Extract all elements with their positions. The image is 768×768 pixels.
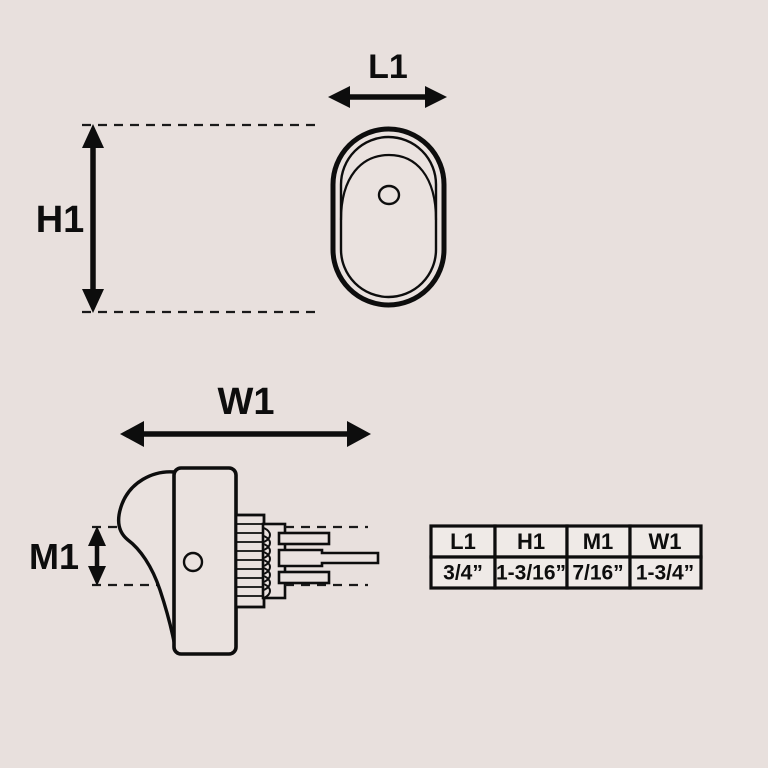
h1-arrowhead-bottom [82,289,104,313]
w1-dimension-group: W1 [120,381,371,447]
table-value-h1: 1-3/16” [496,562,566,585]
h1-dimension-group: H1 [36,123,316,314]
l1-dimension-group: L1 [328,48,447,108]
table-header-h1: H1 [517,529,545,554]
m1-arrowhead-bottom [88,566,106,586]
body-dimple-hole [182,551,204,573]
rocker-face [339,153,438,221]
side-view-switch-profile [116,466,380,656]
dimension-table: L1 H1 M1 W1 3/4” 1-3/16” 7/16” 1-3/4” [429,524,703,590]
outer-bezel [330,126,447,308]
terminal-middle [277,548,380,568]
dimple-hole [377,184,401,206]
h1-label: H1 [36,199,85,241]
l1-arrowhead-right [425,86,447,108]
table-header-cell-1 [493,524,569,559]
l1-label: L1 [368,48,408,86]
m1-label: M1 [29,536,79,577]
barrel-threads [263,527,271,599]
ribbed-collar [234,513,266,609]
table-value-l1: 3/4” [443,562,483,585]
terminal-lower [277,570,331,585]
m1-arrowhead-top [88,526,106,546]
l1-arrowhead-left [328,86,350,108]
table-header-w1: W1 [649,529,682,554]
rocker-lever [116,470,178,653]
top-view-oval-switch [330,126,447,308]
table-header-l1: L1 [450,529,476,554]
table-value-w1: 1-3/4” [636,562,694,585]
h1-arrowhead-top [82,124,104,148]
w1-label: W1 [218,381,275,423]
w1-arrowhead-left [120,421,144,447]
table-header-cell-0 [429,524,497,559]
table-header-m1: M1 [583,529,614,554]
w1-arrowhead-right [347,421,371,447]
collar-ribs [236,523,264,597]
table-value-cell-3 [628,555,703,590]
terminal-upper [277,531,331,546]
table-header-cell-2 [565,524,632,559]
table-value-m1: 7/16” [572,562,623,585]
